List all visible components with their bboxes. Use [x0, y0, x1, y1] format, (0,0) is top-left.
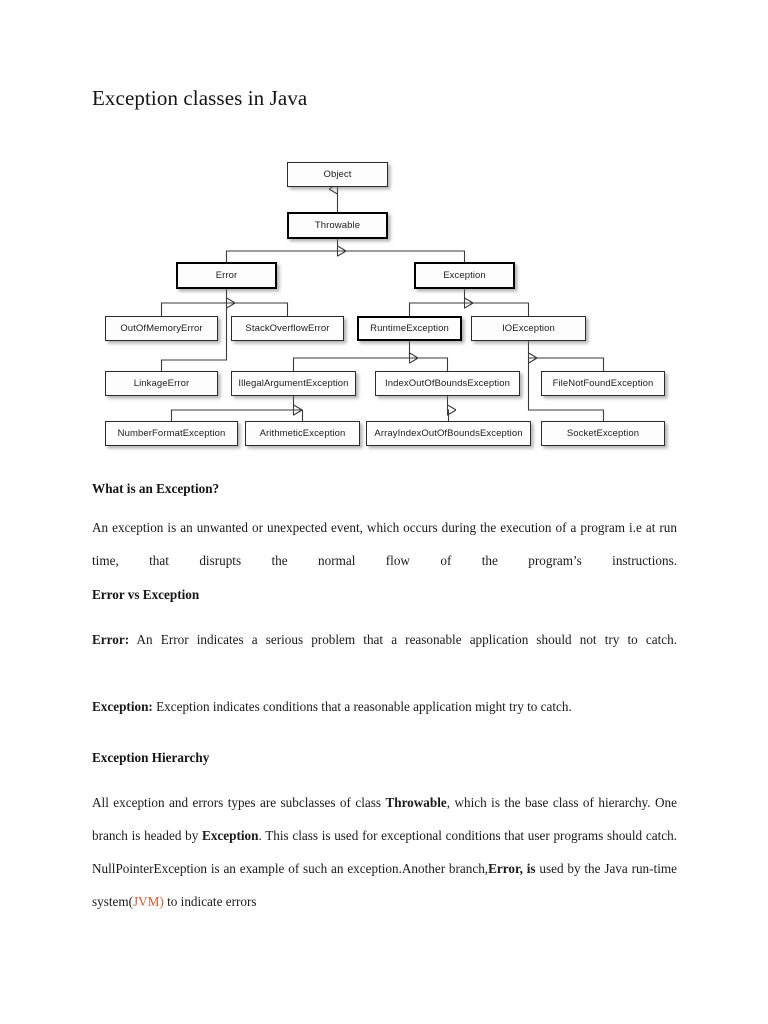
node-label: OutOfMemoryError	[120, 323, 203, 334]
hier-text-4: used by the Java run-time system(	[92, 861, 677, 909]
node-filenotfoundexception: FileNotFoundException	[541, 371, 665, 396]
node-label: NumberFormatException	[117, 428, 226, 439]
node-label: StackOverflowError	[245, 323, 330, 334]
node-arithmeticexception: ArithmeticException	[245, 421, 360, 446]
node-exception: Exception	[414, 262, 515, 289]
hier-text-1: All exception and errors types are subcl…	[92, 795, 386, 810]
heading-what-is-an-exception: What is an Exception?	[92, 481, 220, 496]
para-exception-definition: Exception: Exception indicates condition…	[92, 690, 677, 723]
node-label: Error	[215, 270, 238, 281]
term-throwable: Throwable	[385, 795, 447, 810]
term-error-is: Error, is	[488, 861, 536, 876]
node-label: IOException	[502, 323, 555, 334]
node-illegalargumentexception: IllegalArgumentException	[231, 371, 356, 396]
hier-text-2: , which is the base class of hierarchy. …	[92, 795, 678, 843]
node-label: FileNotFoundException	[552, 378, 654, 389]
term-exception: Exception:	[92, 699, 153, 714]
node-numberformatexception: NumberFormatException	[105, 421, 238, 446]
node-socketexception: SocketException	[541, 421, 665, 446]
exception-description: Exception indicates conditions that a re…	[152, 699, 572, 714]
page-title: Exception classes in Java	[92, 86, 308, 110]
term-exception-class: Exception	[202, 828, 259, 843]
node-arrayindexoutofboundsexception: ArrayIndexOutOfBoundsException	[366, 421, 531, 446]
node-label: Object	[323, 169, 352, 180]
para-text-1: An exception is an unwanted or unexpecte…	[92, 520, 677, 568]
node-throwable: Throwable	[287, 212, 388, 239]
node-stackoverflowerror: StackOverflowError	[231, 316, 344, 341]
node-label: ArithmeticException	[259, 428, 346, 439]
para-exception-hierarchy: All exception and errors types are subcl…	[92, 786, 677, 918]
para-what-is-an-exception: An exception is an unwanted or unexpecte…	[92, 520, 678, 568]
para-error-definition: Error: An Error indicates a serious prob…	[92, 623, 677, 689]
node-label: IllegalArgumentException	[238, 378, 349, 389]
node-outofmemoryerror: OutOfMemoryError	[105, 316, 218, 341]
hier-text-5: ) to indicate errors	[159, 894, 257, 909]
exception-hierarchy-diagram: Object Throwable Error Exception OutOfMe…	[95, 155, 675, 455]
node-label: SocketException	[566, 428, 640, 439]
jvm-highlight: JVM	[133, 894, 160, 909]
node-object: Object	[287, 162, 388, 187]
node-ioexception: IOException	[471, 316, 586, 341]
node-indexoutofboundsexception: IndexOutOfBoundsException	[375, 371, 520, 396]
heading-error-vs-exception: Error vs Exception	[92, 587, 200, 602]
node-error: Error	[176, 262, 277, 289]
node-label: IndexOutOfBoundsException	[384, 378, 511, 389]
node-linkageerror: LinkageError	[105, 371, 218, 396]
node-runtimeexception: RuntimeException	[357, 316, 462, 341]
node-label: ArrayIndexOutOfBoundsException	[374, 428, 523, 439]
node-label: Throwable	[314, 220, 361, 231]
heading-exception-hierarchy: Exception Hierarchy	[92, 750, 210, 765]
node-label: Exception	[443, 270, 486, 281]
para-text-2: s instructions.	[576, 553, 678, 568]
error-description: An Error indicates a serious problem tha…	[129, 632, 678, 647]
node-label: LinkageError	[133, 378, 190, 389]
node-label: RuntimeException	[370, 323, 449, 334]
diagram-connector-lines	[160, 155, 605, 422]
hier-text-3: . This class is used for exceptional con…	[92, 828, 677, 876]
term-error: Error:	[92, 632, 130, 647]
